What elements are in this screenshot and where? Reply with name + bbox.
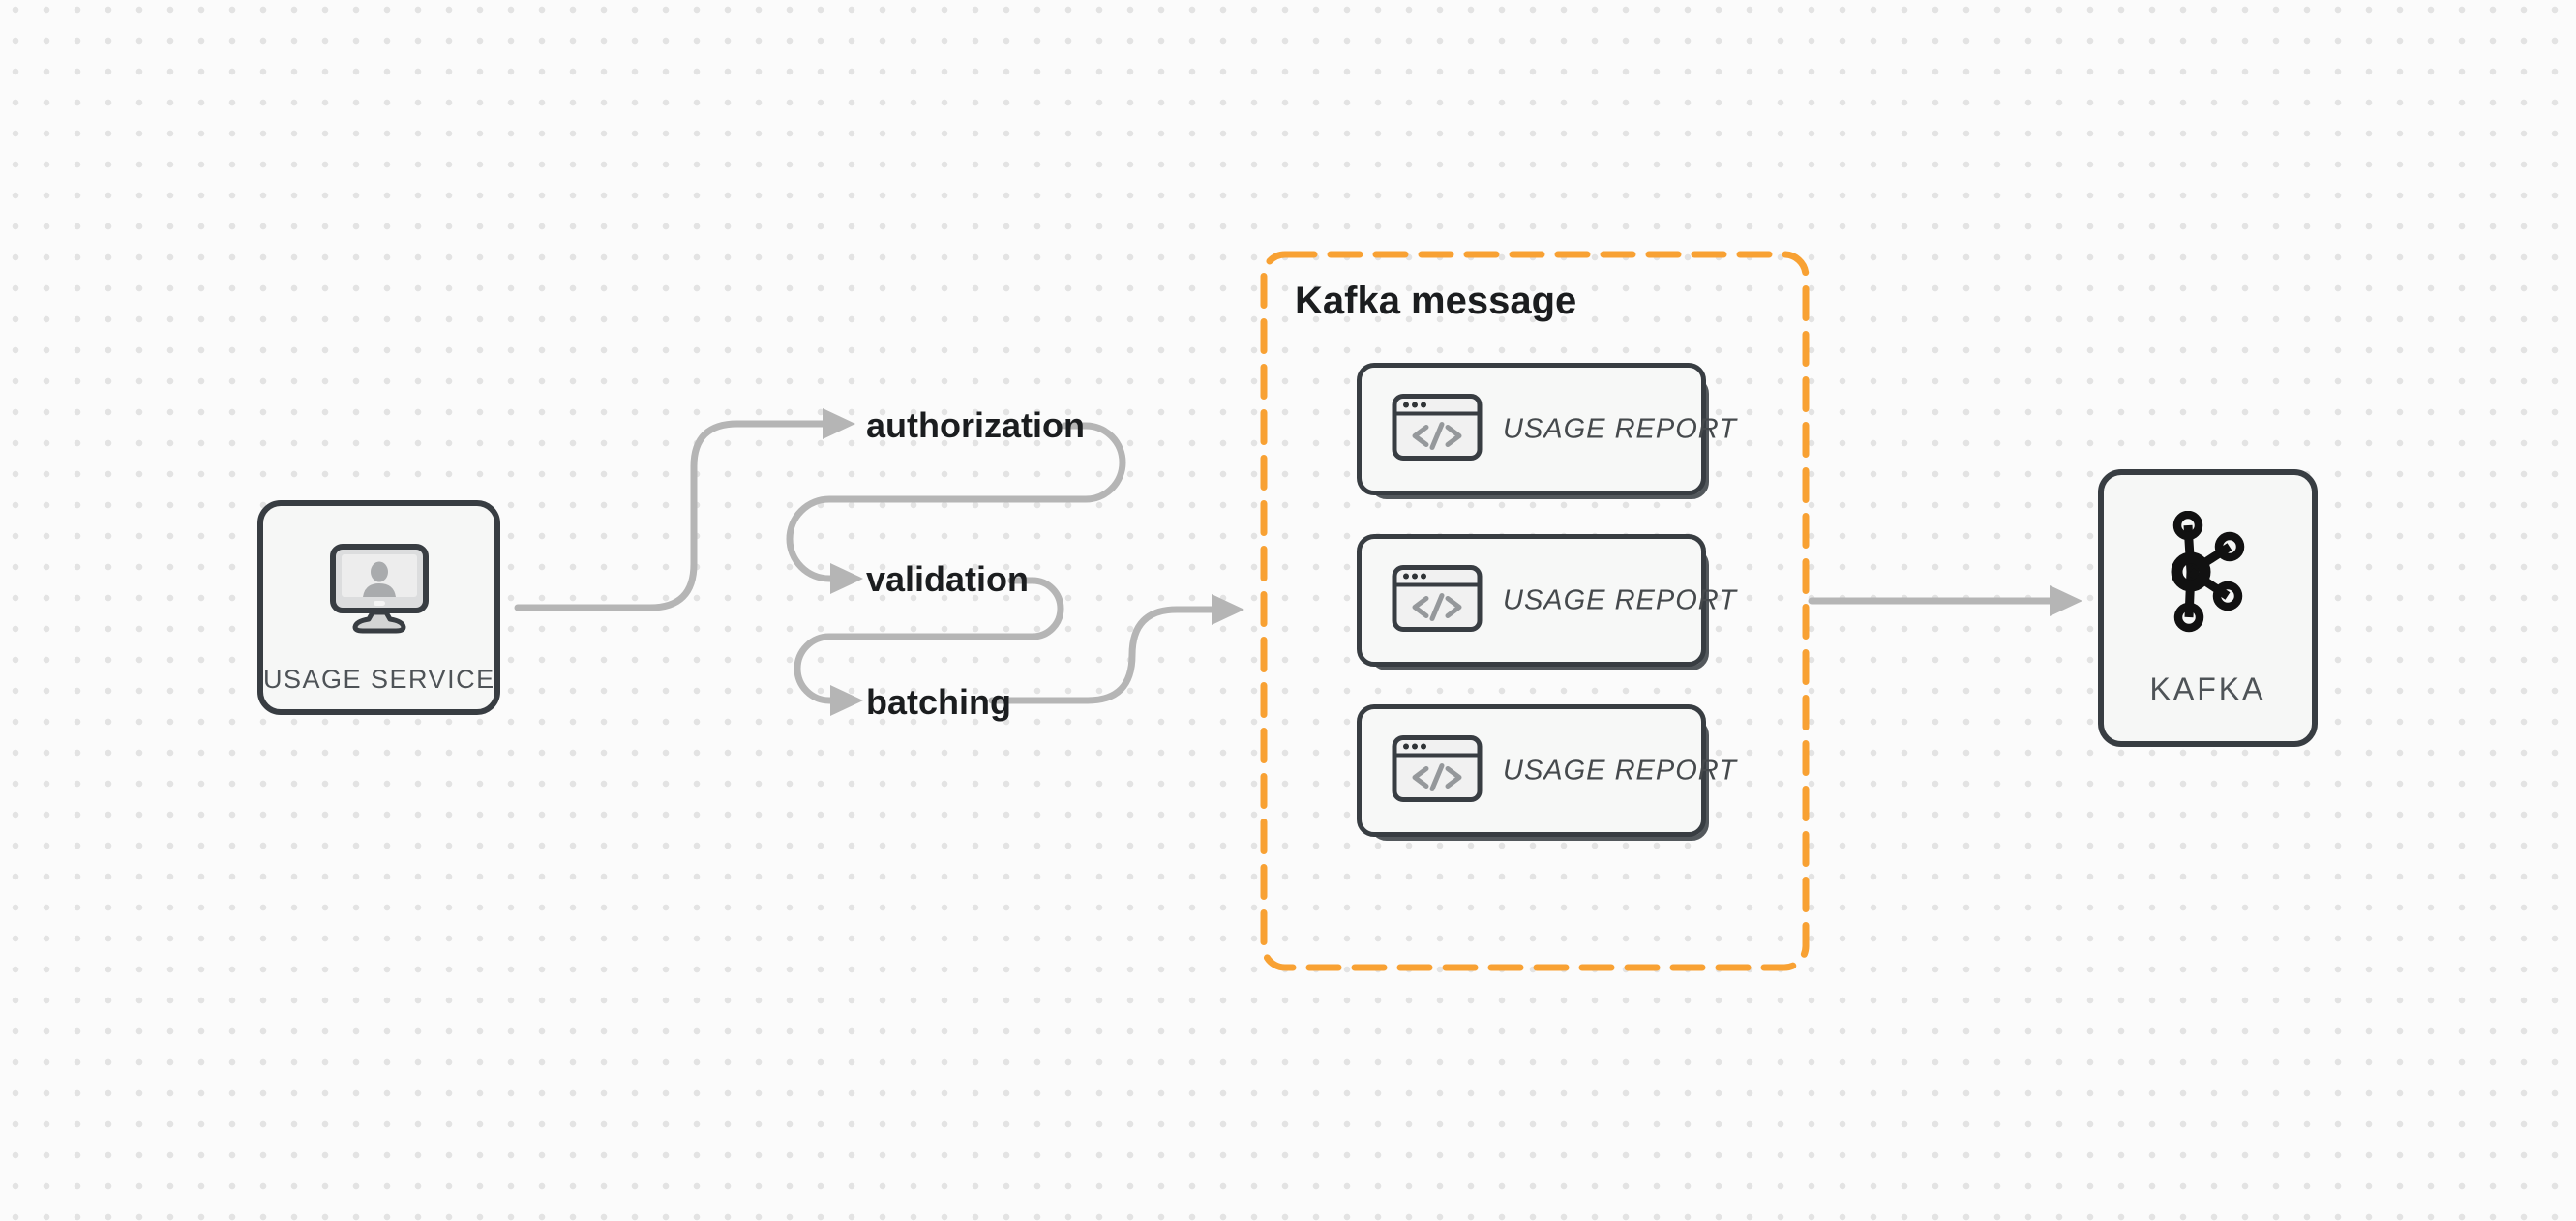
usage-service-node[interactable]: USAGE SERVICE (257, 500, 500, 715)
kafka-label: KAFKA (2149, 671, 2266, 706)
connector-usage-to-authorization[interactable] (514, 408, 855, 611)
code-window-icon (1392, 564, 1483, 637)
usage-service-label: USAGE SERVICE (263, 665, 495, 694)
usage-report-label: USAGE REPORT (1503, 755, 1737, 786)
connector-batching-to-group[interactable] (988, 594, 1244, 704)
connector-validation-to-batching[interactable] (794, 577, 1064, 716)
kafka-node[interactable]: KAFKA (2098, 469, 2318, 747)
usage-report-label: USAGE REPORT (1503, 584, 1737, 615)
code-window-icon (1392, 734, 1483, 807)
usage-report-card[interactable]: USAGE REPORT (1357, 534, 1736, 670)
kafka-message-dashed-border[interactable] (1260, 251, 1810, 971)
kafka-message-group[interactable]: Kafka message USAGE REPORT (1264, 254, 1806, 968)
usage-report-card[interactable]: USAGE REPORT (1357, 363, 1736, 499)
code-window-icon (1392, 393, 1483, 465)
kafka-logo-icon (2104, 511, 2312, 635)
connector-authorization-to-validation[interactable] (786, 422, 1126, 594)
flow-step-validation: validation (866, 559, 1030, 599)
usage-report-card[interactable]: USAGE REPORT (1357, 704, 1736, 841)
flow-step-batching: batching (866, 682, 1011, 722)
flow-step-authorization: authorization (866, 405, 1085, 445)
usage-report-label: USAGE REPORT (1503, 413, 1737, 444)
kafka-message-title: Kafka message (1295, 280, 1577, 322)
monitor-user-icon (263, 543, 494, 636)
